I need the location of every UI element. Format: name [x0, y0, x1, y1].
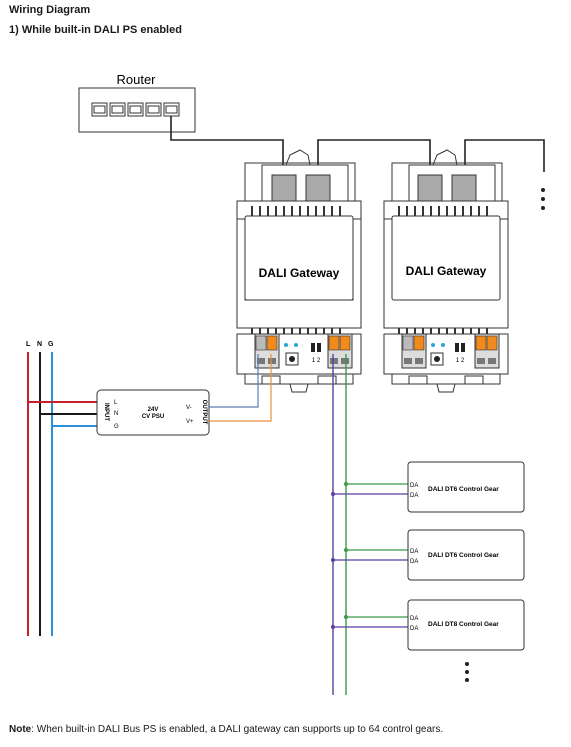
control-gear-2: DA DA DALI DT6 Control Gear	[407, 529, 525, 581]
page-subtitle: 1) While built-in DALI PS enabled	[9, 24, 182, 36]
gear-3-label: DALI DT8 Control Gear	[428, 621, 499, 628]
mains-l-label: L	[26, 341, 31, 348]
gear-2-da1: DA	[410, 549, 418, 555]
more-gears-ellipsis	[465, 662, 469, 682]
wiring-diagram: Router DALI Gateway	[26, 72, 545, 695]
gateway-1: DALI Gateway 1 2	[236, 149, 362, 393]
page-title: Wiring Diagram	[9, 4, 91, 16]
gear-3-da2: DA	[410, 626, 418, 632]
v-neg-wire	[209, 354, 259, 408]
footer-note: Note: When built-in DALI Bus PS is enabl…	[9, 724, 443, 735]
gateway-1-switch-label: 1 2	[312, 358, 321, 364]
psu-in-l: L	[114, 400, 118, 406]
gear-3-da1: DA	[410, 616, 418, 622]
gateway-2-switch-label: 1 2	[456, 358, 465, 364]
v-pos-wire	[209, 354, 272, 422]
control-gear-1: DA DA DALI DT6 Control Gear	[407, 461, 525, 513]
psu-in-g: G	[114, 424, 119, 430]
note-prefix: Note	[9, 724, 32, 735]
gateway-1-label: DALI Gateway	[259, 266, 340, 280]
gateway-2-label: DALI Gateway	[406, 264, 487, 278]
mains-labels: L N G	[26, 341, 54, 348]
router-ports	[91, 102, 180, 117]
router-label: Router	[116, 72, 156, 87]
note-text: : When built-in DALI Bus PS is enabled, …	[31, 724, 444, 735]
psu: INPUT OUTPUT L N G 24V CV PSU V- V+	[96, 389, 210, 436]
mains-n-label: N	[37, 341, 42, 348]
router: Router	[78, 72, 196, 133]
mains-g-label: G	[48, 341, 54, 348]
more-gateways-ellipsis	[541, 188, 545, 210]
psu-out-neg: V-	[186, 405, 192, 411]
psu-type: CV PSU	[142, 414, 164, 420]
ethernet-cables	[170, 116, 545, 172]
gear-2-label: DALI DT6 Control Gear	[428, 552, 499, 559]
psu-voltage: 24V	[148, 407, 159, 413]
gear-1-da1: DA	[410, 483, 418, 489]
control-gear-3: DA DA DALI DT8 Control Gear	[407, 599, 525, 651]
psu-input-label: INPUT	[103, 403, 109, 421]
gear-1-da2: DA	[410, 493, 418, 499]
psu-out-pos: V+	[186, 419, 194, 425]
psu-in-n: N	[114, 411, 118, 417]
gateway-2: DALI Gateway 1 2	[383, 149, 509, 393]
psu-output-label: OUTPUT	[201, 400, 207, 425]
gear-connections	[331, 482, 408, 629]
gear-2-da2: DA	[410, 559, 418, 565]
gear-1-label: DALI DT6 Control Gear	[428, 486, 499, 493]
